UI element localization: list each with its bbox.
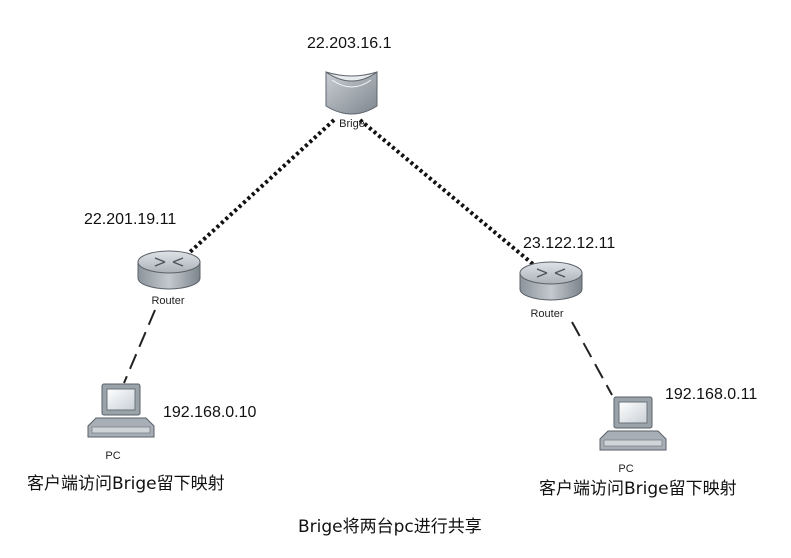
router-right-label: Router xyxy=(530,308,563,320)
bridge-icon xyxy=(325,71,378,115)
pc-left-label: PC xyxy=(105,450,120,462)
pc-left-ip: 192.168.0.10 xyxy=(163,404,257,421)
link-bridge-router-left xyxy=(188,118,336,254)
pc-left-note: 客户端访问Brige留下映射 xyxy=(27,474,225,494)
pc-right-note: 客户端访问Brige留下映射 xyxy=(539,479,737,499)
pc-left-device[interactable]: PC 192.168.0.10 客户端访问Brige留下映射 xyxy=(27,383,257,494)
bridge-ip: 22.203.16.1 xyxy=(307,35,392,52)
link-router-left-pc-left xyxy=(123,309,156,384)
router-icon xyxy=(519,261,583,301)
bridge-label: Brige xyxy=(339,118,365,130)
router-left-ip: 22.201.19.11 xyxy=(84,211,176,228)
pc-right-ip: 192.168.0.11 xyxy=(665,386,757,403)
bridge-device[interactable]: Brige 22.203.16.1 xyxy=(307,35,392,130)
pc-right-label: PC xyxy=(618,463,633,475)
router-left-device[interactable]: Router 22.201.19.11 xyxy=(84,211,201,307)
router-left-label: Router xyxy=(151,295,184,307)
link-router-right-pc-right xyxy=(571,321,613,396)
router-icon xyxy=(137,250,201,290)
pc-icon xyxy=(87,383,155,438)
router-right-ip: 23.122.12.11 xyxy=(523,235,615,252)
diagram-caption: Brige将两台pc进行共享 xyxy=(298,517,482,537)
pc-icon xyxy=(599,396,667,451)
router-right-device[interactable]: Router 23.122.12.11 xyxy=(519,235,615,320)
link-bridge-router-right xyxy=(358,118,542,272)
pc-right-device[interactable]: PC 192.168.0.11 客户端访问Brige留下映射 xyxy=(539,386,757,499)
